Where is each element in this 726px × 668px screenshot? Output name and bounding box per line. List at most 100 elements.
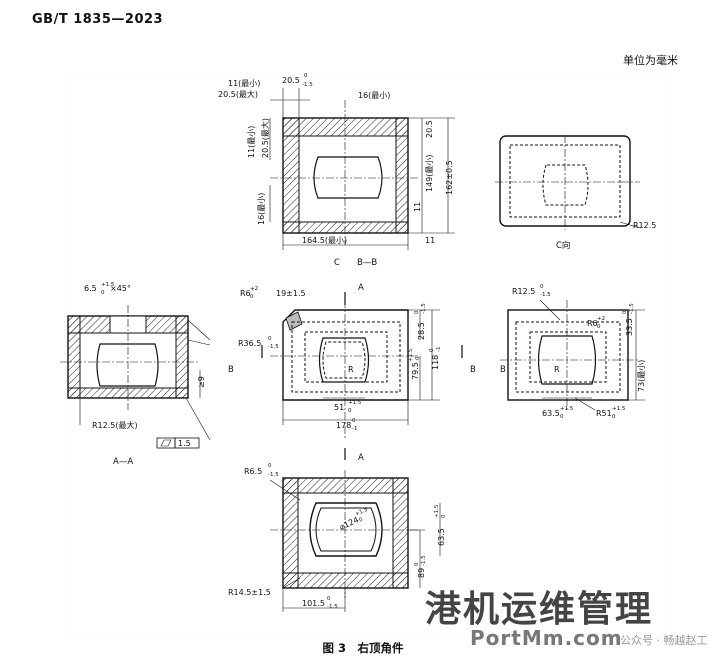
- bb-dim-20-5max-v: 20.5(最大): [260, 118, 270, 158]
- front-section-a-top: A: [358, 283, 364, 293]
- watermark-title: 港机运维管理: [425, 589, 654, 630]
- front-dim-118: 118: [431, 355, 440, 370]
- front-dim-r6: R6: [240, 289, 251, 298]
- bb-dir-mark: C: [334, 258, 340, 268]
- bottom-dim-89: 89: [417, 568, 426, 578]
- aa-dim-6-5-low: 0: [101, 290, 105, 296]
- view-c: [495, 135, 641, 230]
- bottom-dim-r6-5-up: 0: [268, 463, 272, 469]
- bb-dim-16min: 16(最小): [358, 91, 390, 100]
- side-section-b: B: [500, 365, 506, 375]
- aa-dim-ge9: ≥9: [197, 376, 206, 388]
- view-front: [261, 292, 463, 460]
- standard-number: GB/T 1835—2023: [32, 12, 164, 27]
- bb-dim-164-5min: 164.5(最小): [302, 236, 347, 245]
- front-dim-79-5-low: 0: [415, 356, 421, 360]
- view-side: [500, 299, 645, 411]
- front-dim-28-5-low: -1.5: [421, 303, 427, 314]
- side-dim-r12-5-low: -1.5: [540, 292, 551, 298]
- bb-dimension-labels: 11(最小) 20.5(最大) 20.5 0 -1.5 16(最小) 11(最小…: [218, 73, 454, 268]
- aa-dim-6-5-up: +1.5: [101, 282, 115, 288]
- bottom-labels: R6.5 0 -1.5 ⌀124 +1.5 0 63.5 +1.5 0 89 0…: [228, 463, 447, 610]
- bb-dim-162: 162±0.5: [445, 160, 454, 195]
- front-oval: [318, 337, 370, 383]
- side-labels: R12.5 0 -1.5 R6 +2 0 33.5 0 -1.5 73(最小) …: [500, 284, 646, 420]
- aa-dim-6-5: 6.5: [84, 284, 97, 293]
- front-section-b: B: [228, 365, 234, 375]
- side-dim-63-5-up: +1.5: [560, 406, 574, 412]
- bottom-dim-63-5: 63.5: [437, 528, 446, 546]
- front-dim-118-up: 0: [429, 348, 435, 352]
- bb-dim-149min: 149(最小): [425, 154, 434, 192]
- front-dim-79-5: 79.5: [411, 362, 420, 380]
- watermark-url: PortMm.com: [470, 626, 623, 650]
- bottom-dim-r6-5: R6.5: [244, 467, 262, 476]
- side-dim-r6-up: +2: [597, 316, 605, 322]
- side-dim-33-5-up: 0: [622, 310, 628, 314]
- front-dim-51-low: 0: [348, 408, 352, 414]
- front-outline: [282, 309, 409, 401]
- bb-oval: [313, 156, 383, 199]
- bb-right-wall: [395, 117, 409, 234]
- bb-dim-11-v: 11: [413, 202, 422, 212]
- bottom-dim-101-5-up: 0: [327, 596, 331, 602]
- side-outline: [507, 309, 629, 401]
- view-aa: [60, 305, 211, 449]
- bb-bottom-wall: [282, 221, 409, 234]
- bb-dim-16min-v: 16(最小): [257, 193, 266, 225]
- side-dim-33-5-low: -1.5: [629, 303, 635, 314]
- side-dim-r51: R51: [596, 409, 612, 418]
- front-dim-79-5-up: +1.5: [408, 348, 414, 362]
- aa-dim-45: ×45°: [110, 284, 131, 293]
- side-dim-r6: R6: [587, 319, 598, 328]
- bb-section-label: B—B: [357, 258, 377, 268]
- view-bb: [269, 88, 455, 250]
- frame-border: [64, 77, 666, 639]
- front-dim-178: 178: [336, 421, 351, 430]
- unit-note: 单位为毫米: [623, 54, 678, 67]
- side-dim-73min: 73(最小): [637, 360, 646, 392]
- bottom-dim-63-5-up: +1.5: [434, 504, 440, 518]
- bb-dim-20-5max: 20.5(最大): [218, 89, 258, 99]
- side-dim-r12-5-up: 0: [540, 284, 544, 290]
- figure-caption: 图 3 右顶角件: [322, 641, 404, 655]
- side-dim-r51-up: +1.5: [612, 406, 626, 412]
- front-dim-19: 19±1.5: [276, 289, 306, 298]
- aa-labels: 6.5 +1.5 0 ×45° ≥9 R12.5(最大) 1.5 A—A: [84, 282, 206, 467]
- bb-dim-20-5-v: 20.5: [425, 120, 434, 138]
- side-dim-33-5: 33.5: [625, 318, 634, 336]
- bb-dim-11min: 11(最小): [228, 79, 260, 88]
- front-dim-r36-5-low: -1.5: [268, 344, 279, 350]
- side-oval: [537, 335, 597, 385]
- bottom-dim-63-5-low: 0: [441, 514, 447, 518]
- front-dim-28-5: 28.5: [417, 322, 426, 340]
- front-dim-r36-5-up: 0: [268, 336, 272, 342]
- bb-dim-11min-v: 11(最小): [247, 126, 256, 158]
- side-dim-r-inner: R: [554, 365, 560, 374]
- front-labels: R6 +2 0 19±1.5 28.5 0 -1.5 R36.5 0 -1.5 …: [228, 283, 476, 463]
- c-labels: R12.5 C向: [556, 221, 656, 251]
- front-dim-r6-low: 0: [250, 294, 254, 300]
- aa-flatness-value: 1.5: [178, 439, 191, 448]
- bb-dim-20-5: 20.5: [282, 76, 300, 85]
- aa-oval: [96, 343, 159, 387]
- aa-left-wall: [67, 315, 81, 399]
- aa-right-wall: [175, 315, 189, 399]
- bb-cavity: [298, 135, 397, 223]
- front-dim-r-inner: R: [348, 365, 354, 374]
- watermark-account: 公众号 · 畅越赵工: [620, 634, 708, 647]
- bottom-dim-89-up: 0: [414, 562, 420, 566]
- aa-dim-r12-5max: R12.5(最大): [92, 420, 138, 430]
- front-dim-r6-up: +2: [250, 286, 258, 292]
- front-dim-118-low: -1: [436, 347, 442, 352]
- front-dim-51: 51: [334, 403, 344, 412]
- bb-dim-11-h: 11: [425, 236, 435, 245]
- c-dim-r12-5: R12.5: [633, 221, 656, 230]
- bb-left-wall: [282, 117, 300, 234]
- side-dim-r6-low: 0: [597, 324, 601, 330]
- front-section-a-bottom: A: [358, 453, 364, 463]
- side-dim-63-5: 63.5: [542, 409, 560, 418]
- front-dim-51-up: +1.5: [348, 400, 362, 406]
- bottom-dim-r14-5: R14.5±1.5: [228, 588, 271, 597]
